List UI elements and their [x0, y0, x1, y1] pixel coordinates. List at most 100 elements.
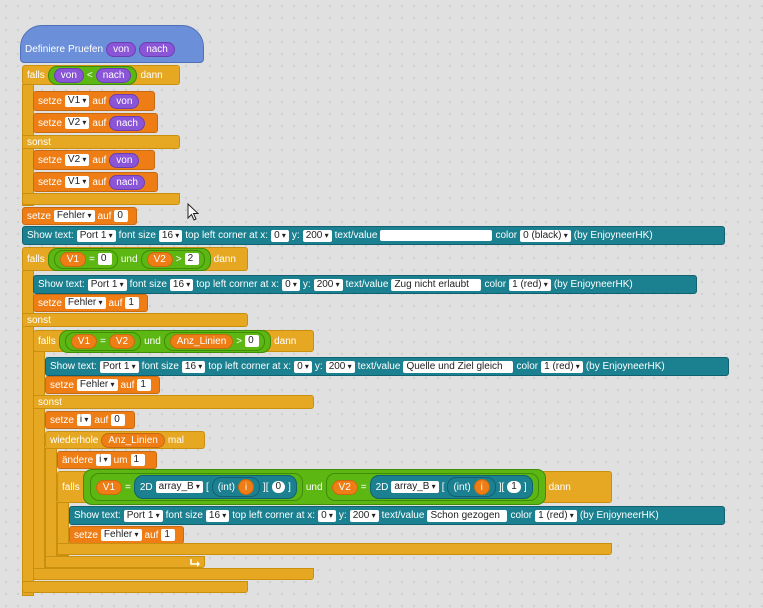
value-input[interactable]: 2 — [184, 253, 199, 265]
param-von-ref[interactable]: von — [53, 67, 84, 83]
sprite-dropdown[interactable]: Port 1 — [123, 509, 163, 522]
variable-dropdown[interactable]: V1 — [64, 95, 90, 107]
x-dropdown[interactable]: 0 — [318, 509, 336, 522]
and-operator[interactable]: V1 = 2D array_B [ (int) i ][ 0 ] und V2 … — [82, 469, 546, 505]
less-than-operator[interactable]: von < nach — [47, 65, 138, 85]
set-block-fehler-4[interactable]: setze Fehler auf 1 — [69, 526, 184, 544]
index-input[interactable]: 0 — [271, 481, 286, 493]
sprite-dropdown[interactable]: Port 1 — [99, 360, 139, 373]
param-von-ref[interactable]: von — [109, 93, 140, 109]
array-reporter[interactable]: 2D array_B [ (int) i ][ 1 ] — [369, 475, 533, 499]
if-else-block-1[interactable]: falls von < nach dann — [22, 65, 180, 85]
font-size-dropdown[interactable]: 16 — [158, 229, 183, 242]
sprite-dropdown[interactable]: Port 1 — [76, 229, 116, 242]
y-dropdown[interactable]: 200 — [313, 278, 343, 291]
variable-dropdown[interactable]: Fehler — [100, 529, 142, 541]
and-operator[interactable]: V1 = 0 und V2 > 2 — [47, 247, 211, 271]
color-dropdown[interactable]: 1 (red) — [541, 360, 583, 373]
value-input[interactable]: 0 — [114, 210, 129, 222]
array-reporter[interactable]: 2D array_B [ (int) i ][ 0 ] — [133, 475, 297, 499]
var-v2-ref[interactable]: V2 — [331, 479, 358, 495]
var-v2-ref[interactable]: V2 — [108, 333, 136, 349]
color-dropdown[interactable]: 1 (red) — [535, 509, 577, 522]
equals-operator[interactable]: V2 = 2D array_B [ (int) i ][ 1 ] — [325, 473, 539, 501]
array-dropdown[interactable]: array_B — [155, 481, 203, 493]
y-dropdown[interactable]: 200 — [302, 229, 332, 242]
index-input[interactable]: 1 — [507, 481, 521, 493]
font-size-dropdown[interactable]: 16 — [169, 278, 194, 291]
value-input[interactable]: 1 — [125, 297, 140, 309]
var-v1-ref[interactable]: V1 — [95, 479, 123, 495]
set-block-v2[interactable]: setze V2 auf nach — [33, 113, 158, 133]
param-nach-ref[interactable]: nach — [95, 67, 132, 83]
and-operator[interactable]: V1 = V2 und Anz_Linien > 0 — [58, 329, 272, 353]
equals-operator[interactable]: V1 = V2 — [64, 331, 142, 351]
y-dropdown[interactable]: 200 — [325, 360, 355, 373]
set-block-fehler-2[interactable]: setze Fehler auf 1 — [33, 294, 148, 312]
change-block-i[interactable]: ändere i um 1 — [57, 451, 157, 469]
show-text-block-4[interactable]: Show text: Port 1 font size 16 top left … — [69, 506, 725, 525]
set-block-v1[interactable]: setze V1 auf von — [33, 91, 155, 111]
if-else-block-2[interactable]: falls V1 = 0 und V2 > 2 dann — [22, 247, 248, 271]
value-input[interactable]: 0 — [111, 414, 126, 426]
x-dropdown[interactable]: 0 — [271, 229, 289, 242]
variable-dropdown[interactable]: i — [76, 414, 92, 426]
if-block-4[interactable]: falls V1 = 2D array_B [ (int) i ][ 0 ] u… — [57, 469, 612, 505]
variable-dropdown[interactable]: Fehler — [64, 297, 106, 309]
equals-operator[interactable]: V1 = 0 — [53, 249, 118, 269]
set-block-i[interactable]: setze i auf 0 — [45, 411, 135, 429]
param-nach[interactable]: nach — [139, 41, 175, 57]
show-text-block-3[interactable]: Show text: Port 1 font size 16 top left … — [45, 357, 729, 376]
param-von[interactable]: von — [106, 41, 137, 57]
sprite-dropdown[interactable]: Port 1 — [87, 278, 127, 291]
variable-dropdown[interactable]: V1 — [64, 176, 90, 188]
value-input[interactable]: 1 — [161, 529, 176, 541]
variable-dropdown[interactable]: Fehler — [53, 210, 95, 222]
greater-than-operator[interactable]: Anz_Linien > 0 — [163, 331, 266, 351]
int-cast[interactable]: (int) i — [211, 477, 260, 497]
var-i-ref[interactable]: i — [473, 479, 490, 495]
show-text-block-2[interactable]: Show text: Port 1 font size 16 top left … — [33, 275, 697, 294]
set-block-v2-else[interactable]: setze V2 auf von — [33, 150, 155, 170]
color-dropdown[interactable]: 1 (red) — [509, 278, 551, 291]
array-dropdown[interactable]: array_B — [391, 481, 439, 493]
set-block-fehler[interactable]: setze Fehler auf 0 — [22, 207, 137, 225]
equals-operator[interactable]: V1 = 2D array_B [ (int) i ][ 0 ] — [89, 473, 303, 501]
variable-dropdown[interactable]: i — [96, 454, 111, 466]
define-block[interactable]: Definiere Pruefen von nach — [20, 25, 204, 63]
var-v1-ref[interactable]: V1 — [59, 251, 87, 267]
param-nach-ref[interactable]: nach — [109, 174, 145, 190]
color-dropdown[interactable]: 0 (black) — [520, 229, 571, 242]
x-dropdown[interactable]: 0 — [282, 278, 300, 291]
if-else-block-3[interactable]: falls V1 = V2 und Anz_Linien > 0 dann — [33, 329, 314, 353]
font-size-dropdown[interactable]: 16 — [205, 509, 230, 522]
int-cast[interactable]: (int) i — [447, 477, 496, 497]
param-nach-ref[interactable]: nach — [109, 115, 145, 131]
set-block-v1-else[interactable]: setze V1 auf nach — [33, 172, 158, 192]
value-input[interactable]: 1 — [130, 454, 145, 466]
y-dropdown[interactable]: 200 — [349, 509, 379, 522]
value-input[interactable]: 0 — [245, 335, 260, 347]
variable-dropdown[interactable]: V2 — [64, 154, 90, 166]
show-text-block-1[interactable]: Show text: Port 1 font size 16 top left … — [22, 226, 725, 245]
text-value-input[interactable]: Zug nicht erlaubt — [391, 278, 482, 291]
greater-than-operator[interactable]: V2 > 2 — [140, 249, 205, 269]
text-value-input[interactable]: Schon gezogen — [427, 509, 508, 522]
set-block-fehler-3[interactable]: setze Fehler auf 1 — [45, 376, 160, 394]
var-i-ref[interactable]: i — [237, 479, 254, 495]
value-input[interactable]: 0 — [97, 253, 112, 265]
value-input[interactable]: 1 — [137, 379, 152, 391]
variable-dropdown[interactable]: V2 — [64, 117, 90, 129]
variable-dropdown[interactable]: Fehler — [76, 379, 118, 391]
repeat-block[interactable]: wiederhole Anz_Linien mal — [45, 431, 205, 449]
param-von-ref[interactable]: von — [109, 152, 140, 168]
var-v2-ref[interactable]: V2 — [146, 251, 173, 267]
var-v1-ref[interactable]: V1 — [70, 333, 98, 349]
font-size-dropdown[interactable]: 16 — [181, 360, 206, 373]
var-anz-linien-ref[interactable]: Anz_Linien — [169, 333, 234, 349]
x-dropdown[interactable]: 0 — [294, 360, 312, 373]
text-value-input[interactable]: Quelle und Ziel gleich — [403, 360, 514, 373]
text-value-input[interactable] — [380, 230, 493, 241]
var-anz-linien-ref[interactable]: Anz_Linien — [101, 432, 165, 448]
mouse-cursor-icon — [187, 203, 199, 221]
